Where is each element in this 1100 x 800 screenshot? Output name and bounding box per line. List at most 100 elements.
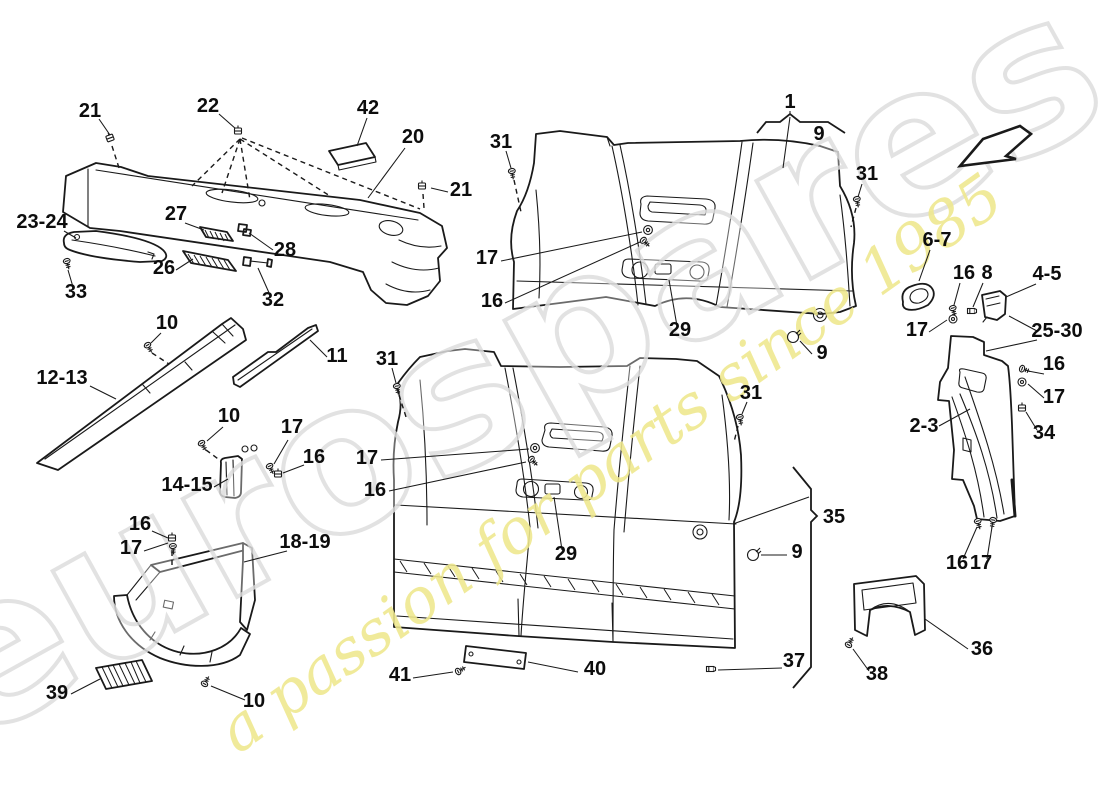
callout-label-39: 39 — [46, 682, 68, 704]
leader-line — [367, 147, 406, 199]
assembly-dashed-line — [850, 207, 857, 228]
callout-label-17: 17 — [356, 447, 378, 469]
leader-line — [741, 401, 748, 415]
part-grab-handle — [901, 282, 935, 311]
grommet-fastener-icon — [643, 225, 653, 235]
part-roof-lining-front — [510, 130, 857, 323]
callout-label-21: 21 — [79, 100, 101, 122]
assembly-dashed-line — [151, 352, 170, 365]
leader-line — [98, 118, 111, 136]
screw-fastener-icon — [1017, 364, 1032, 376]
leader-line — [412, 671, 454, 679]
screw-fastener-icon — [507, 167, 518, 181]
leader-line — [918, 249, 931, 282]
callout-label-35: 35 — [823, 506, 845, 528]
leader-line — [500, 231, 643, 262]
leader-line — [553, 496, 563, 551]
leader-line — [668, 279, 678, 327]
callout-label-20: 20 — [402, 126, 424, 148]
leader-line — [852, 648, 870, 672]
callout-label-17: 17 — [1043, 386, 1065, 408]
callout-label-18-19: 18-19 — [279, 531, 330, 553]
leader-line — [1027, 383, 1045, 399]
part-pad-42 — [328, 142, 377, 171]
screw-fastener-icon — [843, 635, 857, 650]
screw-fastener-icon — [987, 516, 998, 530]
leader-line — [184, 222, 205, 231]
part-header-rail — [62, 162, 448, 306]
leader-line — [953, 282, 961, 306]
callout-label-17: 17 — [476, 247, 498, 269]
callout-label-25-30: 25-30 — [1031, 320, 1082, 342]
screw-fastener-icon — [735, 413, 746, 427]
callout-label-41: 41 — [389, 664, 411, 686]
parts-layer — [36, 130, 1017, 690]
part-trim-strip-27 — [199, 226, 234, 242]
leader-line — [799, 340, 813, 355]
callout-label-37: 37 — [783, 650, 805, 672]
leader-line — [504, 241, 641, 304]
leader-line — [717, 667, 783, 671]
callout-label-16: 16 — [953, 262, 975, 284]
leader-line — [782, 116, 791, 169]
callout-label-16: 16 — [481, 290, 503, 312]
part-trim-strip-26 — [182, 250, 237, 272]
callout-label-17: 17 — [281, 416, 303, 438]
callout-label-34: 34 — [1033, 422, 1056, 444]
part-visor-clip — [981, 290, 1007, 323]
callout-label-28: 28 — [274, 239, 296, 261]
leader-line — [218, 113, 237, 130]
callout-label-10: 10 — [243, 690, 265, 712]
assembly-dashed-line — [733, 425, 739, 443]
assembly-dashed-line — [513, 179, 522, 213]
leader-line — [505, 150, 512, 169]
leader-line — [986, 526, 993, 560]
leader-line — [150, 332, 162, 344]
callout-label-16: 16 — [364, 479, 386, 501]
leader-line — [248, 232, 274, 251]
callout-label-31: 31 — [740, 382, 762, 404]
leader-line — [356, 117, 368, 147]
callout-label-9: 9 — [791, 541, 802, 563]
leader-line — [924, 618, 969, 650]
clip-fastener-icon — [233, 124, 243, 135]
part-vent-mat — [95, 659, 153, 690]
callout-label-10: 10 — [218, 405, 240, 427]
leader-line — [938, 408, 971, 427]
callout-label-8: 8 — [981, 262, 992, 284]
callout-label-21: 21 — [450, 179, 472, 201]
nut-fastener-icon — [966, 307, 978, 315]
leader-line — [243, 550, 288, 563]
assembly-dashed-line — [191, 138, 241, 187]
part-b-pillar-trim — [219, 444, 258, 499]
callout-label-36: 36 — [971, 638, 993, 660]
assembly-dashed-line — [111, 145, 121, 172]
callout-label-31: 31 — [376, 348, 398, 370]
callout-label-29: 29 — [669, 319, 691, 341]
callout-label-33: 33 — [65, 281, 87, 303]
part-a-pillar-trim — [36, 317, 247, 471]
callout-label-16: 16 — [129, 513, 151, 535]
leader-line — [928, 319, 948, 333]
screw-fastener-icon — [453, 663, 468, 677]
leader-line — [430, 187, 449, 193]
callout-label-17: 17 — [906, 319, 928, 341]
callout-label-16: 16 — [303, 446, 325, 468]
leader-line — [70, 678, 101, 695]
leader-line — [151, 530, 169, 539]
leader-line — [857, 183, 863, 198]
leader-line — [1027, 370, 1045, 375]
leader-line — [309, 339, 328, 358]
callout-label-17: 17 — [970, 552, 992, 574]
assembly-dashed-line — [205, 449, 222, 462]
part-c-pillar-trim — [937, 335, 1017, 522]
leader-line — [527, 661, 579, 673]
leader-line — [1008, 315, 1038, 332]
clip-fastener-icon — [104, 131, 115, 143]
leader-line — [210, 685, 246, 701]
callout-label-4-5: 4-5 — [1033, 263, 1062, 285]
callout-label-1: 1 — [784, 91, 795, 113]
callout-label-29: 29 — [555, 543, 577, 565]
callout-label-9: 9 — [813, 123, 824, 145]
